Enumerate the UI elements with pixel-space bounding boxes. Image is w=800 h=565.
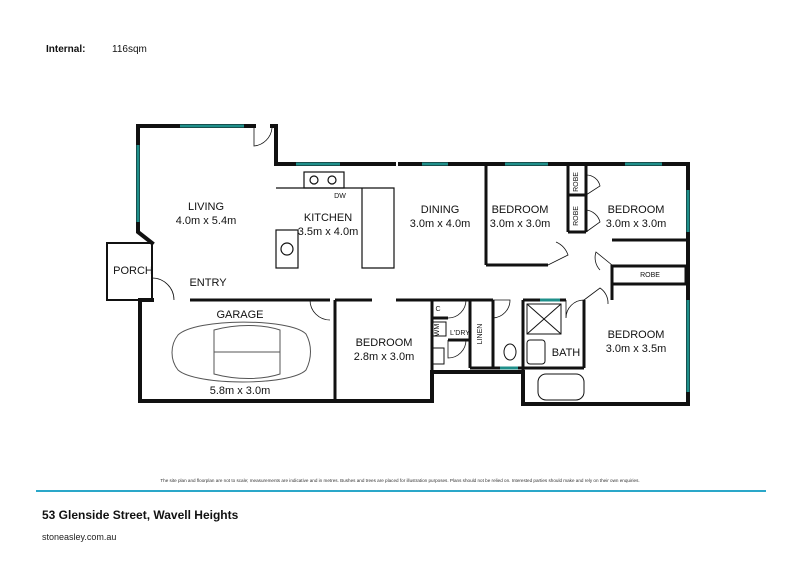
- interior-walls: [190, 164, 688, 404]
- living-label: LIVING: [188, 201, 224, 213]
- internal-area-label: Internal:: [46, 44, 86, 55]
- kitchen-label: KITCHEN: [304, 212, 352, 224]
- washing-machine-label: WM: [434, 324, 441, 337]
- divider-rule: [36, 490, 766, 492]
- robe-label-1: ROBE: [573, 172, 580, 192]
- kitchen-dims: 3.5m x 4.0m: [298, 226, 359, 238]
- laundry-label: L'DRY: [450, 330, 470, 337]
- robe-label-2: ROBE: [573, 206, 580, 226]
- bedroom-1-dims: 3.0m x 3.0m: [490, 218, 551, 230]
- bath-label: BATH: [552, 347, 581, 359]
- website-link[interactable]: stoneasley.com.au: [42, 532, 117, 542]
- bedroom-3-label: BEDROOM: [356, 337, 413, 349]
- car-icon: [171, 321, 311, 383]
- property-address: 53 Glenside Street, Wavell Heights: [42, 508, 239, 522]
- garage-dims: 5.8m x 3.0m: [210, 385, 271, 397]
- bedroom-2-dims: 3.0m x 3.0m: [606, 218, 667, 230]
- garage-label: GARAGE: [216, 309, 263, 321]
- cupboard-label: C: [435, 306, 440, 313]
- bath-fixtures: [431, 303, 585, 401]
- bedroom-3-dims: 2.8m x 3.0m: [354, 351, 415, 363]
- porch-label: PORCH: [113, 265, 153, 277]
- dining-label: DINING: [421, 204, 460, 216]
- dishwasher-label: DW: [334, 193, 346, 200]
- disclaimer: The site plan and floorplan are not to s…: [160, 478, 640, 483]
- dining-dims: 3.0m x 4.0m: [410, 218, 471, 230]
- kitchen-counters: [275, 171, 395, 269]
- porch-area: [106, 242, 153, 301]
- windows: [136, 124, 690, 392]
- internal-area-value: 116sqm: [112, 44, 147, 55]
- bedroom-2-label: BEDROOM: [608, 204, 665, 216]
- bedroom-1-label: BEDROOM: [492, 204, 549, 216]
- living-dims: 4.0m x 5.4m: [176, 215, 237, 227]
- bedroom-4-label: BEDROOM: [608, 329, 665, 341]
- linen-label: LINEN: [477, 324, 484, 345]
- floor-plan: LIVING 4.0m x 5.4m KITCHEN 3.5m x 4.0m D…: [106, 124, 690, 406]
- entry-label: ENTRY: [189, 277, 227, 289]
- robe-label-3: ROBE: [640, 272, 660, 279]
- bedroom-4-dims: 3.0m x 3.5m: [606, 343, 667, 355]
